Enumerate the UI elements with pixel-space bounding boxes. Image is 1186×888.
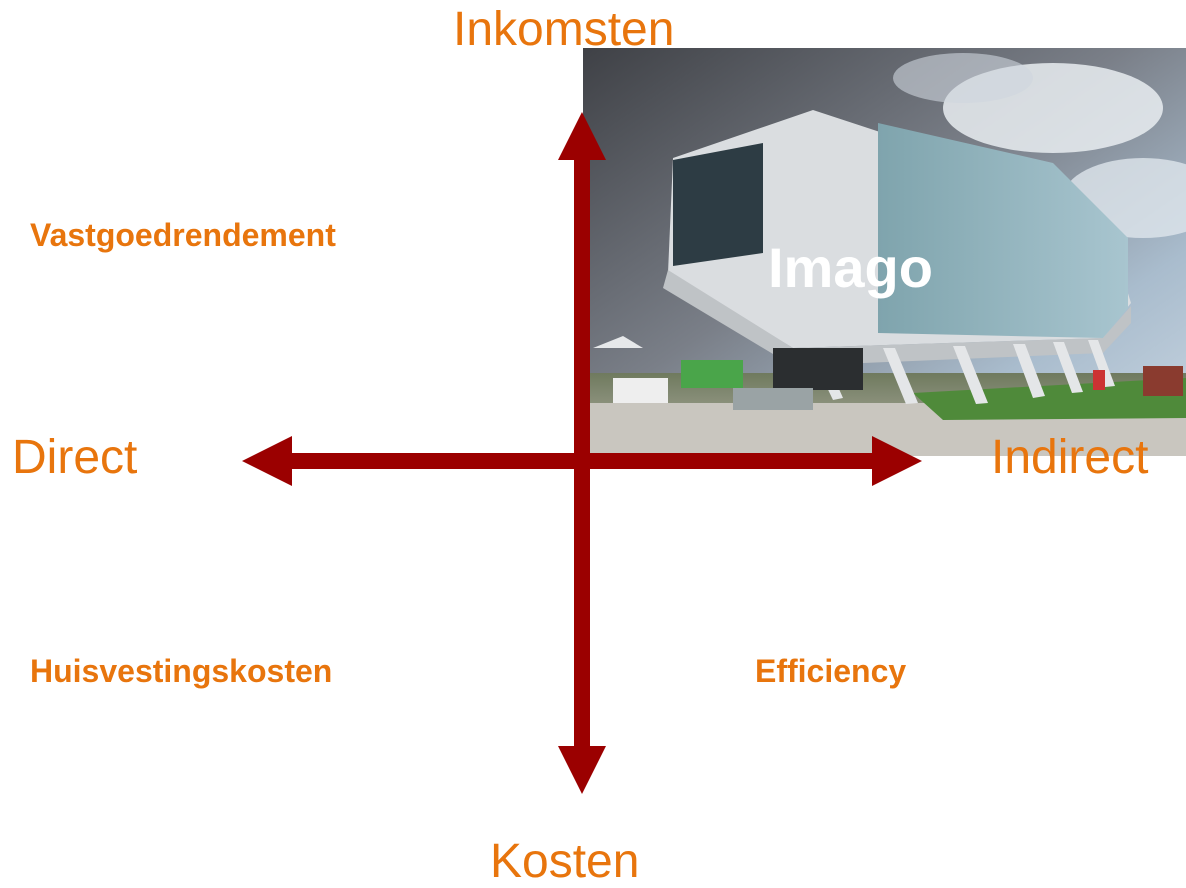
quadrant-label-top-left: Vastgoedrendement [30, 217, 336, 253]
axis-label-right: Indirect [991, 431, 1149, 484]
axis-label-left: Direct [12, 431, 138, 484]
building-photo-graphic [583, 48, 1186, 456]
horizontal-axis-shaft [288, 453, 876, 469]
axis-label-top: Inkomsten [453, 3, 675, 56]
axis-label-bottom: Kosten [490, 835, 640, 888]
right-arrowhead [872, 436, 922, 486]
up-arrowhead [558, 112, 606, 160]
left-arrowhead [242, 436, 292, 486]
quadrant-label-bottom-right: Efficiency [755, 653, 907, 689]
down-arrowhead [558, 746, 606, 794]
quadrant-label-top-right: Imago [768, 236, 933, 299]
building-photo [583, 48, 1186, 456]
quadrant-label-bottom-left: Huisvestingskosten [30, 653, 333, 689]
